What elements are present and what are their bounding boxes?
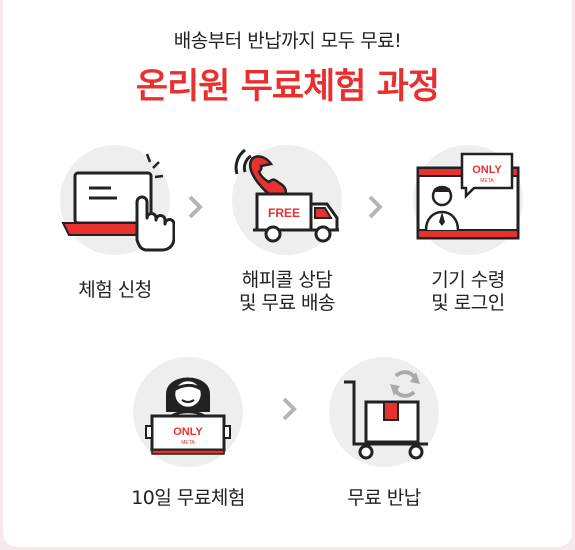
cart-return-icon [344,370,428,460]
step-circle [60,145,175,255]
chevron-right-icon [186,194,204,224]
brand-logo-sub: META [181,440,195,446]
step-trial: ONLY META 10일 무료체험 [98,357,278,510]
chevron-right-icon [366,194,384,224]
chevron-right-icon [280,396,298,426]
step-circle: ONLY META [133,357,243,467]
step-label: 해피콜 상담 및 무료 배송 [239,269,335,314]
step-label: 10일 무료체험 [131,487,245,509]
laptop-click-icon [61,153,175,252]
step-label: 체험 신청 [78,279,152,301]
free-badge: FREE [268,206,300,220]
process-card [3,0,572,547]
page-title: 온리원 무료체험 과정 [135,67,440,107]
step-label: 기기 수령 및 로그인 [431,269,505,314]
monitor-login-icon: ONLY META [416,152,520,240]
step-circle [329,357,439,467]
step-label: 무료 반납 [347,487,421,509]
step-return: 무료 반납 [294,357,474,510]
brand-logo: ONLY [173,426,203,438]
brand-logo-sub: META [480,178,494,184]
page-subtitle: 배송부터 반납까지 모두 무료! [173,30,402,52]
brand-logo: ONLY [472,164,502,176]
step-circle: FREE [232,145,342,255]
step-apply: 체험 신청 [25,145,205,302]
step-receive-login: ONLY META 기기 수령 및 로그인 [378,145,558,315]
phone-truck-icon: FREE [234,148,339,243]
step-happycall: FREE 해피콜 상담 및 무료 배송 [197,145,377,315]
person-sign-icon: ONLY META [145,377,231,455]
step-circle: ONLY META [413,145,523,255]
